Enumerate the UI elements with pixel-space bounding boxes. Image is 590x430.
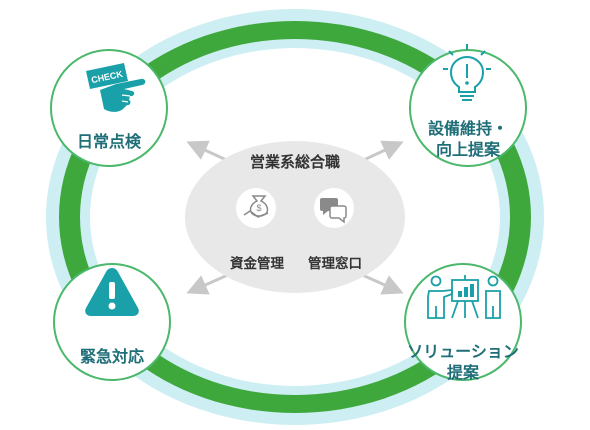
center-item-funds-management: 資金管理: [230, 256, 284, 272]
money-bag-glyph: [243, 195, 269, 218]
money-bag-hand-icon: [236, 188, 276, 228]
label-equipment-line1: 設備維持・: [427, 119, 508, 138]
chart-bar-3: [470, 284, 474, 297]
label-equipment-line2: 向上提案: [435, 140, 500, 159]
lightbulb-icon: [443, 44, 491, 101]
chat-bubbles-glyph: [320, 198, 347, 224]
center-title: 営業系総合職: [249, 153, 340, 171]
node-solution: [404, 263, 522, 381]
label-solution-line2: 提案: [446, 363, 479, 382]
lightbulb-dot: [465, 81, 469, 85]
chart-bar-2: [464, 287, 468, 297]
label-daily-inspection: 日常点検: [76, 132, 141, 151]
dollar-sign-icon: $: [256, 203, 261, 213]
center-item-management-contact: 管理窓口: [308, 256, 362, 272]
check-pointing-hand-icon: [86, 63, 146, 112]
chart-bar-1: [458, 291, 462, 297]
center-hub: [185, 141, 405, 293]
warning-triangle-icon: [85, 268, 139, 316]
node-emergency: [53, 263, 171, 381]
label-emergency: 緊急対応: [79, 347, 144, 366]
presentation-people-icon: [427, 275, 501, 319]
label-solution-line1: ソリューション: [407, 342, 519, 361]
